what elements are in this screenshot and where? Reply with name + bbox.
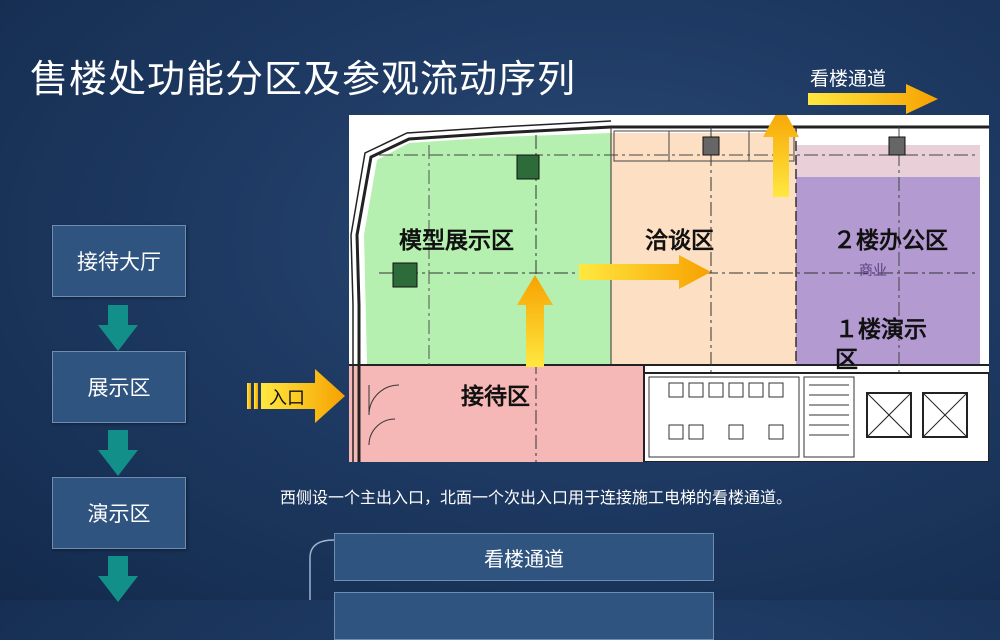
arrow-up-to-channel (763, 115, 799, 197)
entry-label: 入口 (269, 388, 305, 409)
zone-label-reception: 接待区 (461, 384, 530, 410)
zone-label-negotiation: 洽谈区 (645, 228, 714, 254)
zone-model-display (364, 133, 611, 365)
flow-step-reception-hall[interactable]: 接待大厅 (52, 225, 186, 297)
caption: 西侧设一个主出入口，北面一个次出入口用于连接施工电梯的看楼通道。 (280, 488, 793, 507)
bracket (309, 539, 335, 600)
channel-label: 看楼通道 (810, 68, 887, 90)
down-arrow-icon (98, 305, 138, 351)
zone-label-model: 模型展示区 (399, 228, 514, 254)
floor-plan: 商业 模型展示区 洽谈区 ２楼办公区 １楼演示区 接待区 (349, 115, 989, 462)
svg-text:商业: 商业 (859, 263, 887, 279)
arrow-right-icon (808, 84, 938, 114)
zone-label-office: ２楼办公区 (833, 228, 948, 254)
down-arrow-icon (98, 556, 138, 602)
flow-step-demo[interactable]: 演示区 (52, 477, 186, 549)
down-arrow-icon (98, 430, 138, 476)
zone-office-demo (796, 177, 980, 365)
zone-label-demo: １楼演示区 (835, 317, 927, 373)
zone-reception (349, 365, 644, 462)
channel-box[interactable]: 看楼通道 (334, 533, 714, 581)
arrow-up-reception (517, 275, 553, 367)
flow-step-display[interactable]: 展示区 (52, 351, 186, 423)
next-box[interactable] (334, 592, 714, 640)
entry-arrow-icon (247, 369, 345, 423)
zone-negotiation (611, 133, 796, 365)
arrow-right-to-negotiation (579, 255, 711, 289)
page-title: 售楼处功能分区及参观流动序列 (30, 57, 577, 101)
